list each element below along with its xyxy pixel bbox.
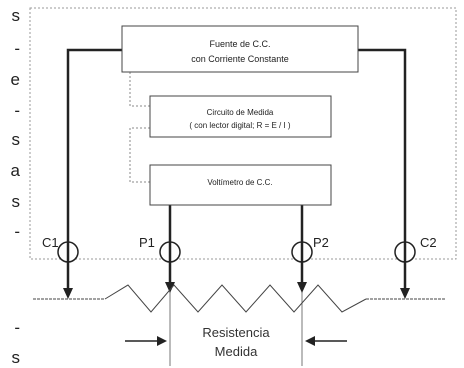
margin-char: s [11, 6, 21, 25]
margin-char: - [14, 39, 20, 58]
resistance-label-line2: Medida [215, 344, 258, 359]
measure-subtitle: ( con lector digital; R = E / I ) [189, 121, 290, 130]
margin-char: s [11, 130, 21, 149]
resistor-zigzag [104, 284, 367, 313]
supply-title: Fuente de C.C. [209, 39, 270, 49]
supply-subtitle: con Corriente Constante [191, 54, 289, 64]
lead-c1 [66, 48, 122, 290]
resistance-label-line1: Resistencia [202, 325, 270, 340]
dc-supply-box [121, 25, 359, 73]
connector-supply-measure [129, 72, 150, 107]
margin-char: e [10, 70, 20, 89]
terminal-label-c1: C1 [42, 235, 59, 250]
margin-char: s [11, 192, 21, 211]
voltmeter-title: Voltímetro de C.C. [207, 178, 272, 187]
margin-char: - [14, 318, 20, 337]
arrowhead-p2 [297, 282, 307, 293]
voltmeter-box [149, 164, 332, 206]
margin-char: - [14, 101, 20, 120]
diagram-frame [29, 7, 457, 260]
margin-char: s [11, 348, 21, 367]
measure-title: Circuito de Medida [207, 108, 274, 117]
measurement-circuit-box [149, 95, 332, 138]
margin-char: - [14, 222, 20, 241]
terminal-label-c2: C2 [420, 235, 437, 250]
left-margin-text: s - e - s a s - - s [0, 0, 22, 367]
arrowhead-c1 [63, 288, 73, 299]
terminal-label-p2: P2 [313, 235, 329, 250]
arrowhead-p1 [165, 282, 175, 293]
arrowhead-c2 [400, 288, 410, 299]
terminal-label-p1: P1 [139, 235, 155, 250]
margin-char: a [10, 161, 20, 180]
connector-measure-voltmeter [129, 127, 150, 183]
lead-c2 [358, 48, 407, 290]
